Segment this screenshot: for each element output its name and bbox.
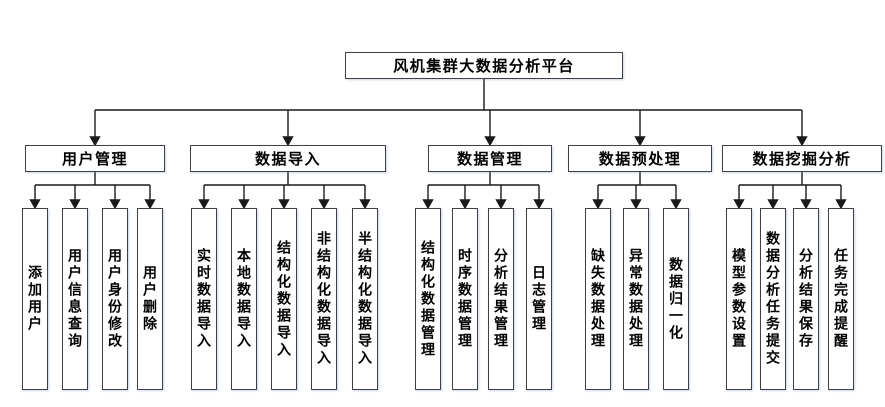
leaf-node-realtime-data-import: 实时数据导入	[191, 208, 217, 390]
leaf-node-label: 模型参数设置	[731, 248, 747, 350]
leaf-node-unstructured-data-import: 非结构化数据导入	[311, 208, 337, 390]
leaf-node-label: 分析结果管理	[493, 248, 509, 350]
leaf-node-analysis-result-save: 分析结果保存	[793, 208, 819, 390]
leaf-node-abnormal-data-processing: 异常数据处理	[623, 208, 649, 390]
leaf-node-label: 缺失数据处理	[590, 248, 606, 350]
leaf-node-missing-data-processing: 缺失数据处理	[585, 208, 611, 390]
connector-branch-data-preprocessing	[592, 172, 682, 210]
leaf-node-label: 添加用户	[27, 265, 43, 333]
connector-branch-data-import	[198, 172, 371, 210]
leaf-node-label: 非结构化数据导入	[316, 231, 332, 367]
branch-node-data-mining: 数据挖掘分析	[722, 145, 882, 172]
leaf-node-label: 数据归一化	[668, 256, 684, 342]
branch-node-user-management: 用户管理	[25, 145, 165, 172]
branch-node-label: 数据管理	[456, 151, 523, 168]
leaf-node-label: 半结构化数据导入	[357, 231, 373, 367]
leaf-node-analysis-result-management: 分析结果管理	[488, 208, 514, 390]
leaf-node-label: 时序数据管理	[457, 248, 473, 350]
leaf-node-label: 数据分析任务提交	[765, 231, 781, 367]
leaf-node-log-management: 日志管理	[526, 208, 552, 390]
branch-node-data-import: 数据导入	[190, 145, 386, 172]
leaf-node-add-user: 添加用户	[22, 208, 48, 390]
leaf-node-label: 用户身份修改	[107, 248, 123, 350]
leaf-node-label: 分析结果保存	[798, 248, 814, 350]
leaf-node-label: 异常数据处理	[628, 248, 644, 350]
leaf-node-timeseries-data-management: 时序数据管理	[452, 208, 478, 390]
connector-branch-data-management	[422, 172, 545, 210]
leaf-node-label: 用户删除	[142, 265, 158, 333]
connector-branch-user-management	[29, 172, 156, 210]
leaf-node-structured-data-import: 结构化数据导入	[271, 208, 297, 390]
branch-node-label: 用户管理	[61, 151, 128, 168]
leaf-node-label: 结构化数据导入	[276, 239, 292, 359]
leaf-node-label: 用户信息查询	[67, 248, 83, 350]
leaf-node-label: 任务完成提醒	[833, 248, 849, 350]
leaf-node-user-identity-modify: 用户身份修改	[102, 208, 128, 390]
leaf-node-user-delete: 用户删除	[137, 208, 163, 390]
leaf-node-data-normalization: 数据归一化	[663, 208, 689, 390]
branch-node-label: 数据导入	[254, 151, 321, 168]
leaf-node-label: 实时数据导入	[196, 248, 212, 350]
leaf-node-label: 日志管理	[531, 265, 547, 333]
leaf-node-model-parameter-settings: 模型参数设置	[726, 208, 752, 390]
branch-node-data-preprocessing: 数据预处理	[568, 145, 712, 172]
branch-node-label: 数据预处理	[598, 151, 682, 168]
leaf-node-task-completion-reminder: 任务完成提醒	[828, 208, 854, 390]
branch-node-data-management: 数据管理	[428, 145, 552, 172]
root-node-label: 风机集群大数据分析平台	[393, 58, 575, 75]
connector-branch-data-mining	[733, 172, 847, 210]
leaf-node-label: 本地数据导入	[236, 248, 252, 350]
root-node-platform: 风机集群大数据分析平台	[345, 52, 623, 79]
branch-node-label: 数据挖掘分析	[752, 151, 852, 168]
leaf-node-semistructured-data-import: 半结构化数据导入	[352, 208, 378, 390]
leaf-node-structured-data-management: 结构化数据管理	[415, 208, 441, 390]
leaf-node-user-info-query: 用户信息查询	[62, 208, 88, 390]
leaf-node-label: 结构化数据管理	[420, 239, 436, 359]
leaf-node-analysis-task-submit: 数据分析任务提交	[760, 208, 786, 390]
connector-root-to-branches	[89, 79, 808, 147]
leaf-node-local-data-import: 本地数据导入	[231, 208, 257, 390]
